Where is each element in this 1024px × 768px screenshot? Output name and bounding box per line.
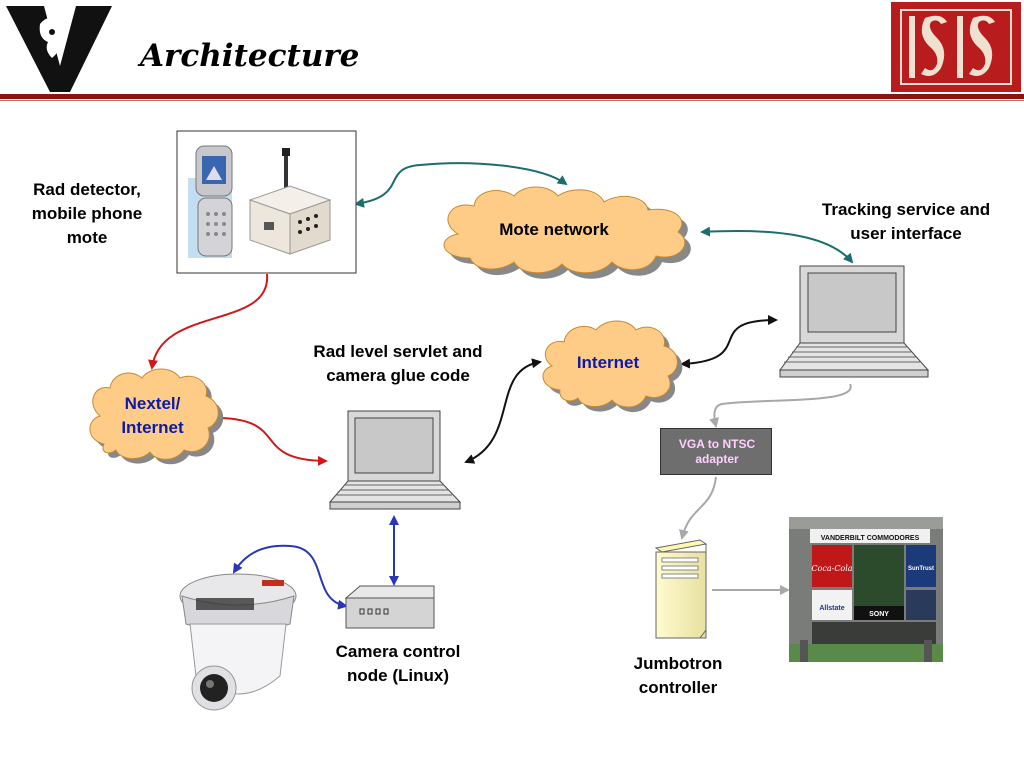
link-mote-network-tracking [700,226,854,264]
label-rad-servlet: Rad level servlet and camera glue code [313,342,483,385]
link-detector-mote-network [354,162,568,208]
link-vga-jumbotron [679,476,717,540]
label-mote-network: Mote network [499,220,609,239]
scoreboard-photo: VANDERBILT COMMODORES Coca-Cola SunTrust… [789,517,943,662]
label-camera-control: Camera control node (Linux) [335,642,461,685]
rad-detector-photo [176,130,357,274]
link-internet-tracking [680,315,778,369]
header-rule [0,94,1024,99]
vanderbilt-logo [6,6,112,92]
scoreboard-header-text: VANDERBILT COMMODORES [821,535,920,542]
camera-control-node [344,585,435,629]
network-camera [179,573,297,711]
label-tracking-service: Tracking service and user interface [821,200,991,243]
scoreboard-ad-cocacola: Coca-Cola [811,564,852,573]
label-rad-detector: Rad detector, mobile phone mote [31,180,143,247]
label-vga-adapter: VGA to NTSC adapter [678,437,756,466]
link-tracking-vga [709,383,852,428]
vga-adapter-box: VGA to NTSC adapter [660,428,772,475]
label-jumbotron: Jumbotron controller [633,654,723,697]
label-internet: Internet [576,353,640,372]
internet-cloud [542,320,683,413]
jumbotron-tower [654,539,708,639]
scoreboard-ad-allstate: Allstate [819,605,844,612]
label-nextel: Nextel/ Internet [121,394,184,437]
scoreboard-ad-sony: SONY [869,611,889,618]
scoreboard-ad-suntrust: SunTrust [908,566,934,572]
servlet-laptop [328,410,462,510]
isis-logo [891,2,1021,92]
mote-network-cloud [443,186,691,279]
tracking-laptop [779,265,930,378]
slide-title: Architecture [140,38,360,74]
link-detector-to-nextel [148,273,269,370]
header-rule-thin [0,100,1024,101]
link-nextel-to-servlet [219,417,328,466]
link-servlet-internet [464,358,542,464]
nextel-cloud [89,368,224,465]
link-camera-node-camera [232,544,348,610]
